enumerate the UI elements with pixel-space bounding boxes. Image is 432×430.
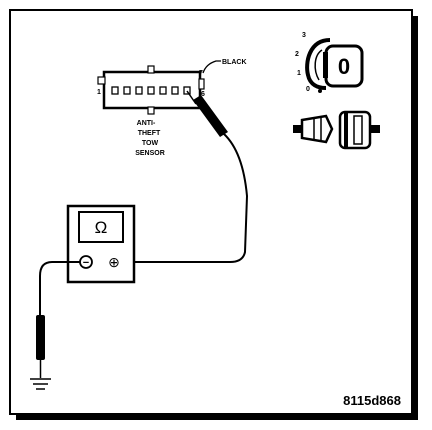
ignition-position-3: 3 xyxy=(302,32,306,39)
sensor-label-line1: ANTI- xyxy=(137,120,156,127)
sensor-label-line3: TOW xyxy=(142,140,159,147)
ground-symbol-icon xyxy=(30,378,51,390)
connector-pin xyxy=(111,86,119,95)
connector-pin xyxy=(171,86,179,95)
ignition-key-icon: 3 2 1 0 0 xyxy=(295,32,364,93)
connector-pin xyxy=(159,86,167,95)
ignition-key-glyph: 0 xyxy=(338,54,350,79)
negative-lead-wire xyxy=(39,261,80,315)
connector-pin xyxy=(135,86,143,95)
connector-pin xyxy=(147,86,155,95)
connector-pin-right-label: 6 xyxy=(201,91,205,98)
ohmmeter-display xyxy=(78,211,124,243)
positive-probe xyxy=(186,90,228,137)
negative-terminal-symbol: − xyxy=(83,257,89,269)
connector-pin-top-label: 7 xyxy=(199,70,203,77)
ohmmeter: Ω − ⊕ xyxy=(66,204,136,284)
ignition-position-1: 1 xyxy=(297,70,301,77)
figure-id: 8115d868 xyxy=(343,393,401,408)
wire-color-label: BLACK xyxy=(222,59,247,66)
sensor-label: ANTI- THEFT TOW SENSOR xyxy=(135,120,165,157)
connector-pin xyxy=(123,86,131,95)
connector-pin xyxy=(183,86,191,95)
sensor-label-line4: SENSOR xyxy=(135,150,165,157)
sensor-connector: 1 6 7 xyxy=(97,65,205,115)
connector-pin-left-label: 1 xyxy=(97,89,101,96)
ignition-position-0: 0 xyxy=(306,86,310,93)
sensor-label-line2: THEFT xyxy=(138,130,161,137)
wire-color-leader xyxy=(202,60,221,74)
connector-plug-icon xyxy=(293,110,380,150)
positive-terminal-symbol: ⊕ xyxy=(108,254,120,270)
ignition-position-2: 2 xyxy=(295,51,299,58)
positive-lead-wire xyxy=(120,133,249,263)
negative-probe xyxy=(36,315,45,378)
ohmmeter-display-symbol: Ω xyxy=(95,218,108,237)
